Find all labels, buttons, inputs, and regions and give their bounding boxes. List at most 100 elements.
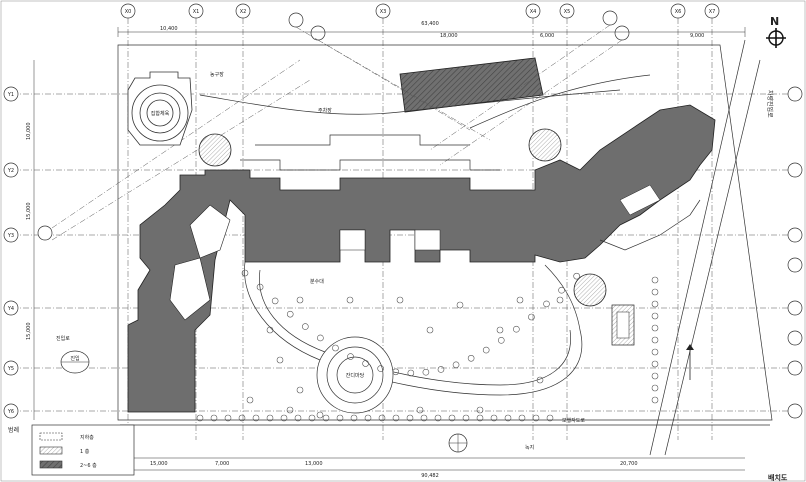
row-bubbles: Y1 Y2 Y3 Y4 Y5 Y6 xyxy=(3,86,803,419)
entry-marker: 진입 xyxy=(60,350,90,374)
note-label: 녹지 xyxy=(525,444,534,451)
tree-symbol xyxy=(422,368,430,376)
tree-symbol xyxy=(224,414,232,422)
legend-item-label: 지하층 xyxy=(80,434,94,441)
top-dimensions: 63,400 10,400 18,000 6,000 9,000 xyxy=(117,21,746,39)
tower-left xyxy=(198,133,232,167)
grid-col-label: X5 xyxy=(564,9,571,15)
tree-symbol xyxy=(256,283,264,291)
tree-symbol xyxy=(516,296,524,304)
grid-row-label: Y1 xyxy=(7,92,14,98)
tree-symbol xyxy=(651,384,659,392)
road-edge xyxy=(649,39,746,456)
tree-symbol xyxy=(462,414,470,422)
tree-symbol xyxy=(482,346,490,354)
tree-symbol xyxy=(396,296,404,304)
tree-symbol xyxy=(573,272,580,280)
tree-symbol xyxy=(378,414,386,422)
tower-bottom xyxy=(573,273,607,307)
grid-row-label: Y2 xyxy=(7,168,14,174)
north-label: N xyxy=(770,15,779,28)
tree-symbol xyxy=(651,372,659,380)
tree-symbol xyxy=(280,414,288,422)
tree-symbol xyxy=(336,414,344,422)
access-marker: 차량진입로 xyxy=(686,90,774,380)
tree-symbol xyxy=(543,300,550,308)
grid-col-label: X0 xyxy=(125,9,132,15)
tree-symbol xyxy=(546,414,554,422)
note-label: 농구장 xyxy=(210,71,224,78)
tree-symbol xyxy=(528,313,535,321)
tree-symbol xyxy=(513,325,520,333)
note-label: 보행자도로 xyxy=(562,417,585,424)
tree-symbol xyxy=(210,414,218,422)
tree-symbol xyxy=(406,414,414,422)
grid-col-label: X3 xyxy=(380,9,387,15)
tower-right xyxy=(528,128,562,162)
tree-symbol xyxy=(238,414,246,422)
garden: 잔디마당 xyxy=(244,261,583,414)
tree-symbol xyxy=(496,326,504,334)
tree-symbol xyxy=(276,356,284,364)
tree-symbol xyxy=(426,326,434,334)
grid-col-label: X2 xyxy=(240,9,247,15)
grid-row-label: Y5 xyxy=(7,366,14,372)
tree-symbol xyxy=(296,386,304,394)
tree-symbol xyxy=(651,288,659,296)
tree-symbol xyxy=(316,411,324,419)
tree-symbol xyxy=(448,414,456,422)
tree-symbol xyxy=(556,296,564,304)
tree-symbol xyxy=(392,368,400,376)
bottom-dim: 7,000 xyxy=(215,461,229,467)
tree-symbol xyxy=(252,414,260,422)
grid-row-label: Y3 xyxy=(7,233,14,239)
tree-symbol xyxy=(286,310,294,318)
tree-symbol xyxy=(332,344,339,352)
tree-symbol xyxy=(296,296,304,304)
tree-symbol xyxy=(271,297,279,305)
bottom-dim: 13,000 xyxy=(305,461,323,467)
left-dim: 15,000 xyxy=(26,203,32,221)
rotunda: 집합체육 xyxy=(127,71,193,146)
top-total-dim: 63,400 xyxy=(421,21,439,27)
grid-col-label: X1 xyxy=(193,9,200,15)
tree-symbol xyxy=(437,366,445,373)
entry-label: 진입 xyxy=(70,355,79,362)
tree-symbol xyxy=(651,324,659,332)
site-boundary xyxy=(117,44,773,421)
bottom-dim: 15,000 xyxy=(150,461,168,467)
tree-symbol xyxy=(196,414,204,422)
legend-title: 범례 xyxy=(8,426,19,434)
tree-symbol xyxy=(651,312,659,320)
bottom-total-dim: 90,482 xyxy=(421,473,439,479)
grid-col-label: X7 xyxy=(709,9,716,15)
left-dim: 15,000 xyxy=(26,323,32,341)
tree-symbol xyxy=(651,348,659,356)
tree-symbol xyxy=(558,286,565,294)
tree-symbol xyxy=(504,414,512,422)
note-label: 주차장 xyxy=(318,107,332,114)
top-dim: 6,000 xyxy=(540,33,554,39)
tree-symbol xyxy=(434,414,442,422)
tree-symbol xyxy=(416,406,424,414)
tree-symbol xyxy=(347,353,354,360)
entrance-road-label: 진입로 xyxy=(56,335,70,342)
tree-symbol xyxy=(241,269,249,277)
tree-symbol xyxy=(294,414,302,422)
tree-symbol xyxy=(452,361,460,369)
tree-symbol xyxy=(651,300,659,308)
tree-symbol xyxy=(518,414,526,422)
tree-symbol xyxy=(322,414,330,422)
plaza-label: 잔디마당 xyxy=(346,372,365,379)
access-label: 차량진입로 xyxy=(766,90,774,118)
tree-symbol xyxy=(532,414,540,422)
tree-symbol xyxy=(536,376,544,384)
tree-symbol xyxy=(350,414,358,422)
top-dim: 10,400 xyxy=(160,26,178,32)
legend-item-label: 1 층 xyxy=(80,448,90,455)
bottom-dimensions: 15,000 7,000 13,000 20,700 90,482 xyxy=(118,457,745,479)
tree-symbol xyxy=(407,369,415,377)
top-dim: 9,000 xyxy=(690,33,704,39)
